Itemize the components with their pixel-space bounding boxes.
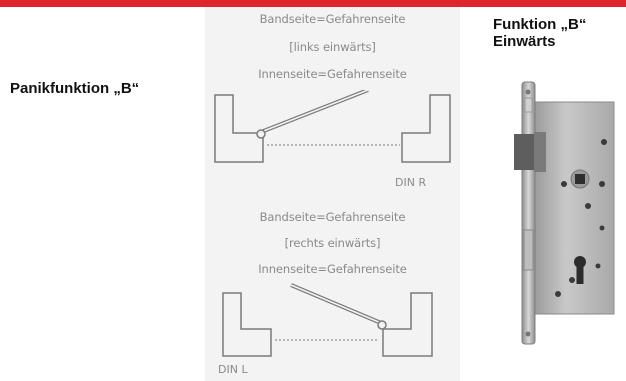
left-frame [222, 292, 272, 357]
left-frame [214, 94, 264, 163]
right-function-label: Funktion „B“ Einwärts [493, 16, 586, 50]
latch-bolt [514, 134, 534, 170]
lock-faceplate [521, 81, 536, 345]
cylinder-cutout [574, 256, 586, 284]
diagram-panel [205, 7, 460, 381]
top-text-line2: [links einwärts] [289, 40, 376, 54]
bottom-text-line2: [rechts einwärts] [284, 236, 381, 250]
mortise-lock-image [514, 81, 615, 345]
dead-bolt [523, 229, 534, 271]
top-text-line3: Innenseite=Gefahrenseite [258, 67, 407, 81]
left-function-label: Panikfunktion „B“ [10, 80, 140, 97]
bottom-text-line1: Bandseite=Gefahrenseite [259, 210, 406, 224]
handle-follower [575, 174, 585, 184]
top-accent-bar [0, 0, 626, 7]
door-diagram-din-r [214, 90, 451, 163]
bottom-text-line3: Innenseite=Gefahrenseite [258, 262, 407, 276]
door-diagram-din-l [222, 283, 433, 357]
hinge-pivot [377, 320, 387, 330]
top-din-label: DIN R [395, 176, 427, 189]
right-frame [382, 292, 433, 357]
right-label-line2: Einwärts [493, 33, 556, 50]
bottom-din-label: DIN L [218, 363, 248, 376]
right-label-line1: Funktion „B“ [493, 16, 587, 33]
right-frame [401, 94, 451, 163]
hinge-pivot [256, 129, 266, 139]
top-text-line1: Bandseite=Gefahrenseite [259, 12, 406, 26]
